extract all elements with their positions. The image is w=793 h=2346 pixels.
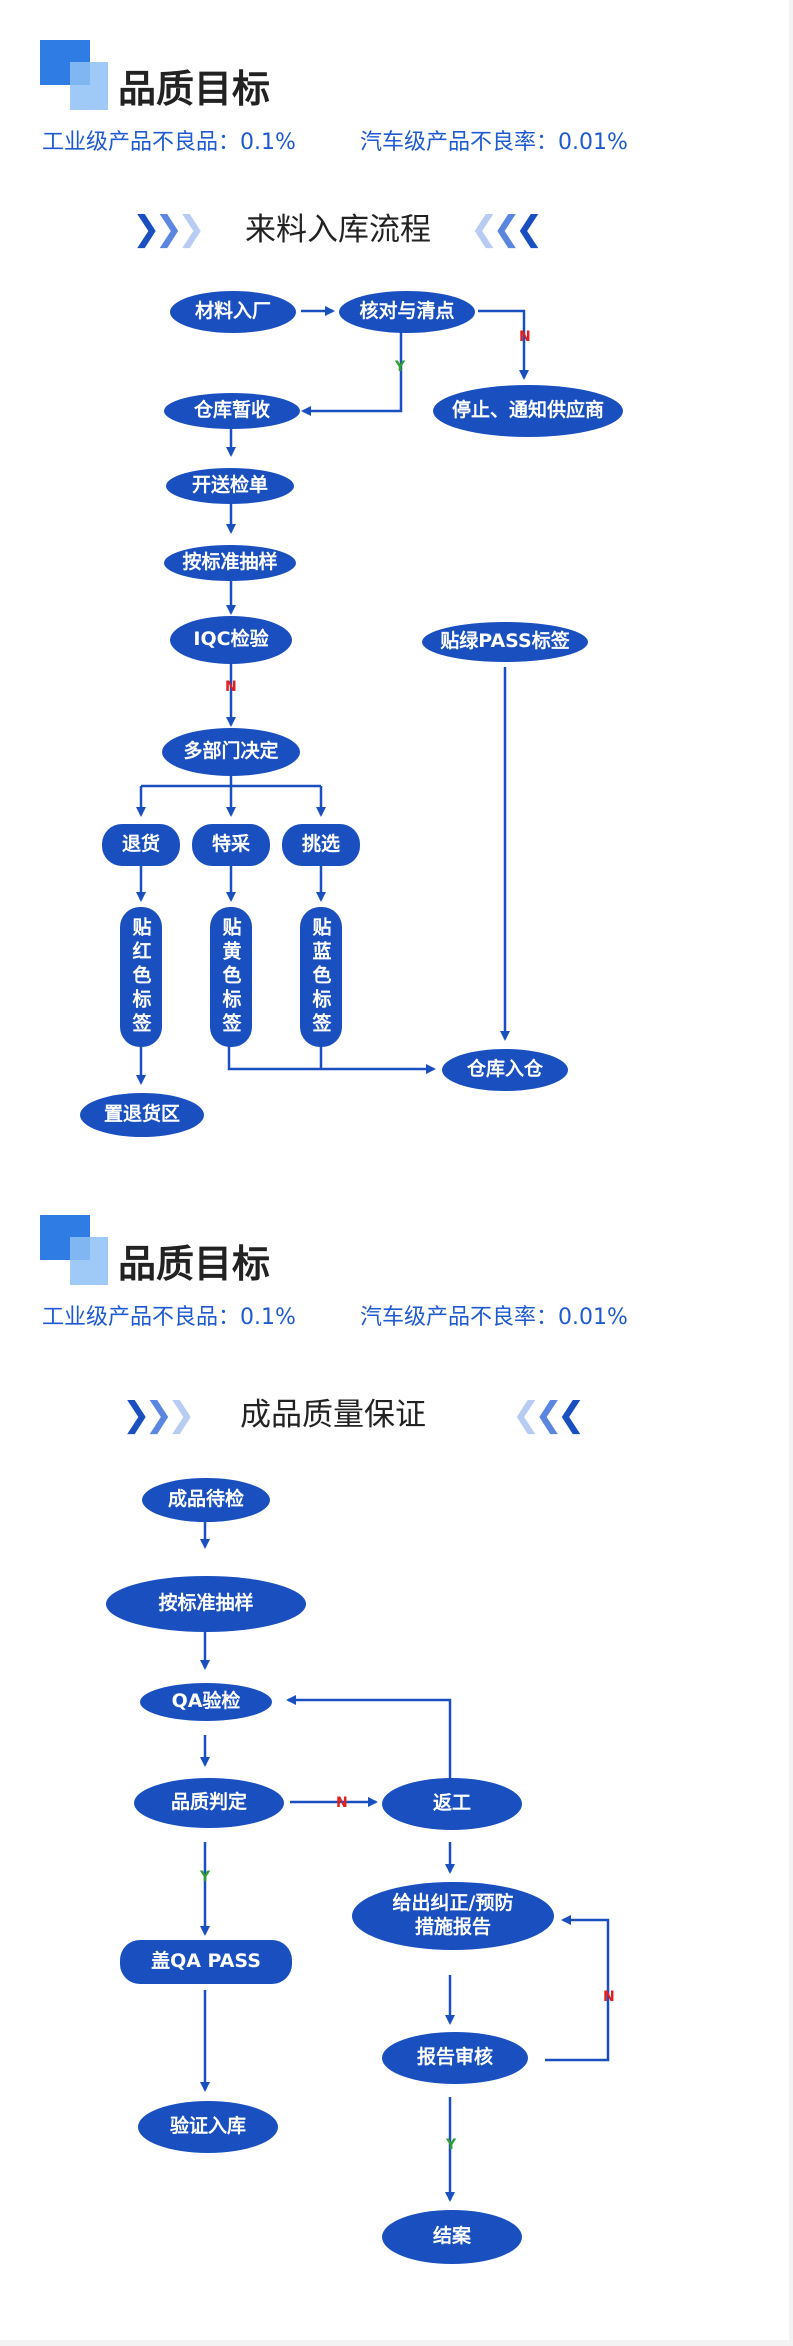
node-sampling: 按标准抽样 (164, 545, 296, 581)
node-report-line1: 给出纠正/预防 (392, 1892, 514, 1915)
label-yes-review: Y (446, 2137, 457, 2153)
label-yes-check: Y (395, 359, 406, 375)
node-material-in: 材料入厂 (170, 291, 296, 333)
target-auto-2: 汽车级产品不良率：0.01% (360, 1305, 628, 1330)
node-multi-dept: 多部门决定 (162, 728, 300, 776)
label-no-review: N (603, 1989, 615, 2005)
label-no-check: N (519, 329, 531, 345)
flow-title: 来料入库流程 (245, 212, 431, 248)
flow-title-2: 成品质量保证 (240, 1397, 426, 1433)
node-select: 挑选 (282, 824, 360, 866)
node-close: 结案 (382, 2210, 522, 2264)
chevrons-right-icon-2: ❮❮❮ (512, 1395, 585, 1435)
label-no-iqc: N (225, 679, 237, 695)
node-pending: 成品待检 (142, 1478, 270, 1522)
node-yellow-label: 贴黄色标签 (210, 907, 252, 1047)
node-send-inspection: 开送检单 (166, 468, 294, 504)
node-check-count: 核对与清点 (339, 291, 475, 333)
chevrons-left-icon-2: ❯❯❯ (122, 1395, 195, 1435)
node-iqc: IQC检验 (170, 616, 292, 664)
node-warehouse-in: 仓库入仓 (442, 1049, 568, 1091)
title-square-light (70, 62, 108, 110)
node-blue-label: 贴蓝色标签 (300, 907, 342, 1047)
node-judge: 品质判定 (134, 1778, 284, 1828)
target-industrial-2: 工业级产品不良品：0.1% (42, 1305, 296, 1330)
section-title-2: 品质目标 (118, 1242, 271, 1286)
node-red-label: 贴红色标签 (120, 907, 162, 1047)
node-return: 退货 (102, 824, 180, 866)
title-square-light-2 (70, 1237, 108, 1285)
chevrons-left-icon: ❯❯❯ (132, 209, 205, 249)
target-industrial: 工业级产品不良品：0.1% (42, 130, 296, 155)
label-yes-judge: Y (200, 1869, 211, 1885)
target-auto: 汽车级产品不良率：0.01% (360, 130, 628, 155)
chevrons-right-icon: ❮❮❮ (470, 209, 543, 249)
node-warehouse-temp: 仓库暂收 (164, 393, 300, 429)
node-special: 特采 (192, 824, 270, 866)
label-no-judge: N (336, 1795, 348, 1811)
section-title: 品质目标 (118, 67, 271, 111)
node-stamp: 盖QA PASS (120, 1940, 292, 1984)
node-rework: 返工 (382, 1778, 522, 1830)
node-stop-notify: 停止、通知供应商 (433, 385, 623, 437)
node-review: 报告审核 (382, 2032, 528, 2084)
node-green-label: 贴绿PASS标签 (422, 622, 588, 662)
node-verify: 验证入库 (138, 2101, 278, 2153)
node-report: 给出纠正/预防 措施报告 (352, 1882, 554, 1950)
node-return-area: 置退货区 (80, 1093, 204, 1137)
node-report-line2: 措施报告 (414, 1916, 491, 1938)
node-qa: QA验检 (140, 1683, 272, 1721)
node-sampling-2: 按标准抽样 (106, 1576, 306, 1632)
